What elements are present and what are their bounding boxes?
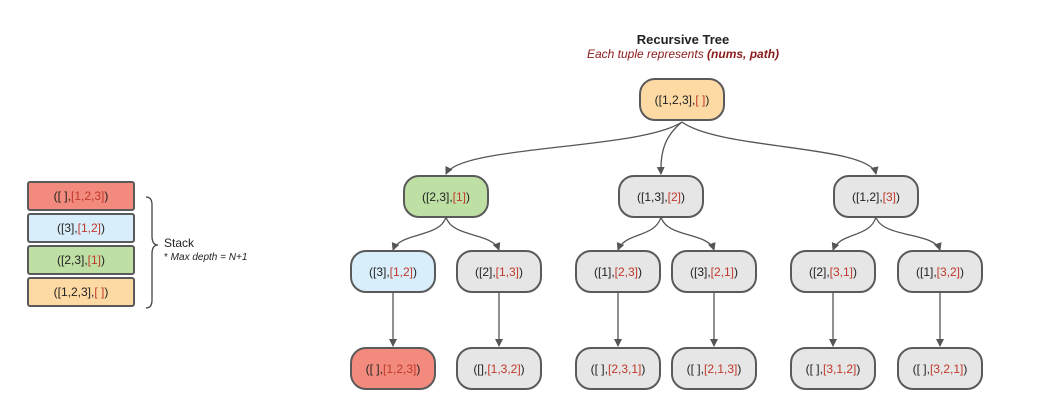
tree-node-l3-a1: ([ ], [1,2,3])	[350, 347, 436, 390]
tree-node-l2-a1: ([3], [1,2])	[350, 250, 436, 293]
tree-node-l3-c2: ([ ], [3,2,1])	[897, 347, 983, 390]
stack-cell-top: ([ ], [1,2,3])	[27, 181, 135, 211]
diagram-subtitle: Each tuple represents (nums, path)	[586, 47, 780, 61]
edge-l1b-l2b2	[660, 216, 716, 251]
stack-cell-bottom: ([1,2,3], [ ])	[27, 277, 135, 307]
edge-l1c-l2c2	[875, 216, 942, 251]
tree-node-l3-c1: ([ ], [3,1,2])	[790, 347, 876, 390]
tree-node-l3-b1: ([ ], [2,3,1])	[575, 347, 661, 390]
tree-node-root: ([1,2,3], [ ])	[639, 78, 725, 121]
edge-l1c-l2c1	[831, 216, 877, 251]
edge-root-l1a	[445, 121, 683, 175]
edge-l1a-l2a1	[391, 216, 447, 251]
edge-root-l1c	[681, 121, 879, 175]
tree-node-l2-c1: ([2], [3,1])	[790, 250, 876, 293]
stack-brace	[145, 196, 159, 309]
tree-node-l2-a2: ([2], [1,3])	[456, 250, 542, 293]
edge-l1a-l2a2	[445, 216, 501, 251]
tree-node-l1-b: ([1,3], [2])	[618, 175, 704, 218]
tree-node-l3-a2: ([], [1,3,2])	[456, 347, 542, 390]
edge-root-l1b	[656, 121, 683, 175]
tree-node-l2-b2: ([3], [2,1])	[671, 250, 757, 293]
diagram-title: Recursive Tree	[636, 32, 730, 47]
tree-node-l2-b1: ([1], [2,3])	[575, 250, 661, 293]
tree-node-l1-a: ([2,3], [1])	[403, 175, 489, 218]
stack-label: Stack	[164, 236, 195, 250]
tree-node-l3-b2: ([ ], [2,1,3])	[671, 347, 757, 390]
stack-note: * Max depth = N+1	[164, 252, 248, 263]
tree-node-l1-c: ([1,2], [3])	[833, 175, 919, 218]
edge-l1b-l2b1	[616, 216, 662, 251]
stack-cell-2: ([3], [1,2])	[27, 213, 135, 243]
stack-cell-3: ([2,3], [1])	[27, 245, 135, 275]
tree-node-l2-c2: ([1], [3,2])	[897, 250, 983, 293]
